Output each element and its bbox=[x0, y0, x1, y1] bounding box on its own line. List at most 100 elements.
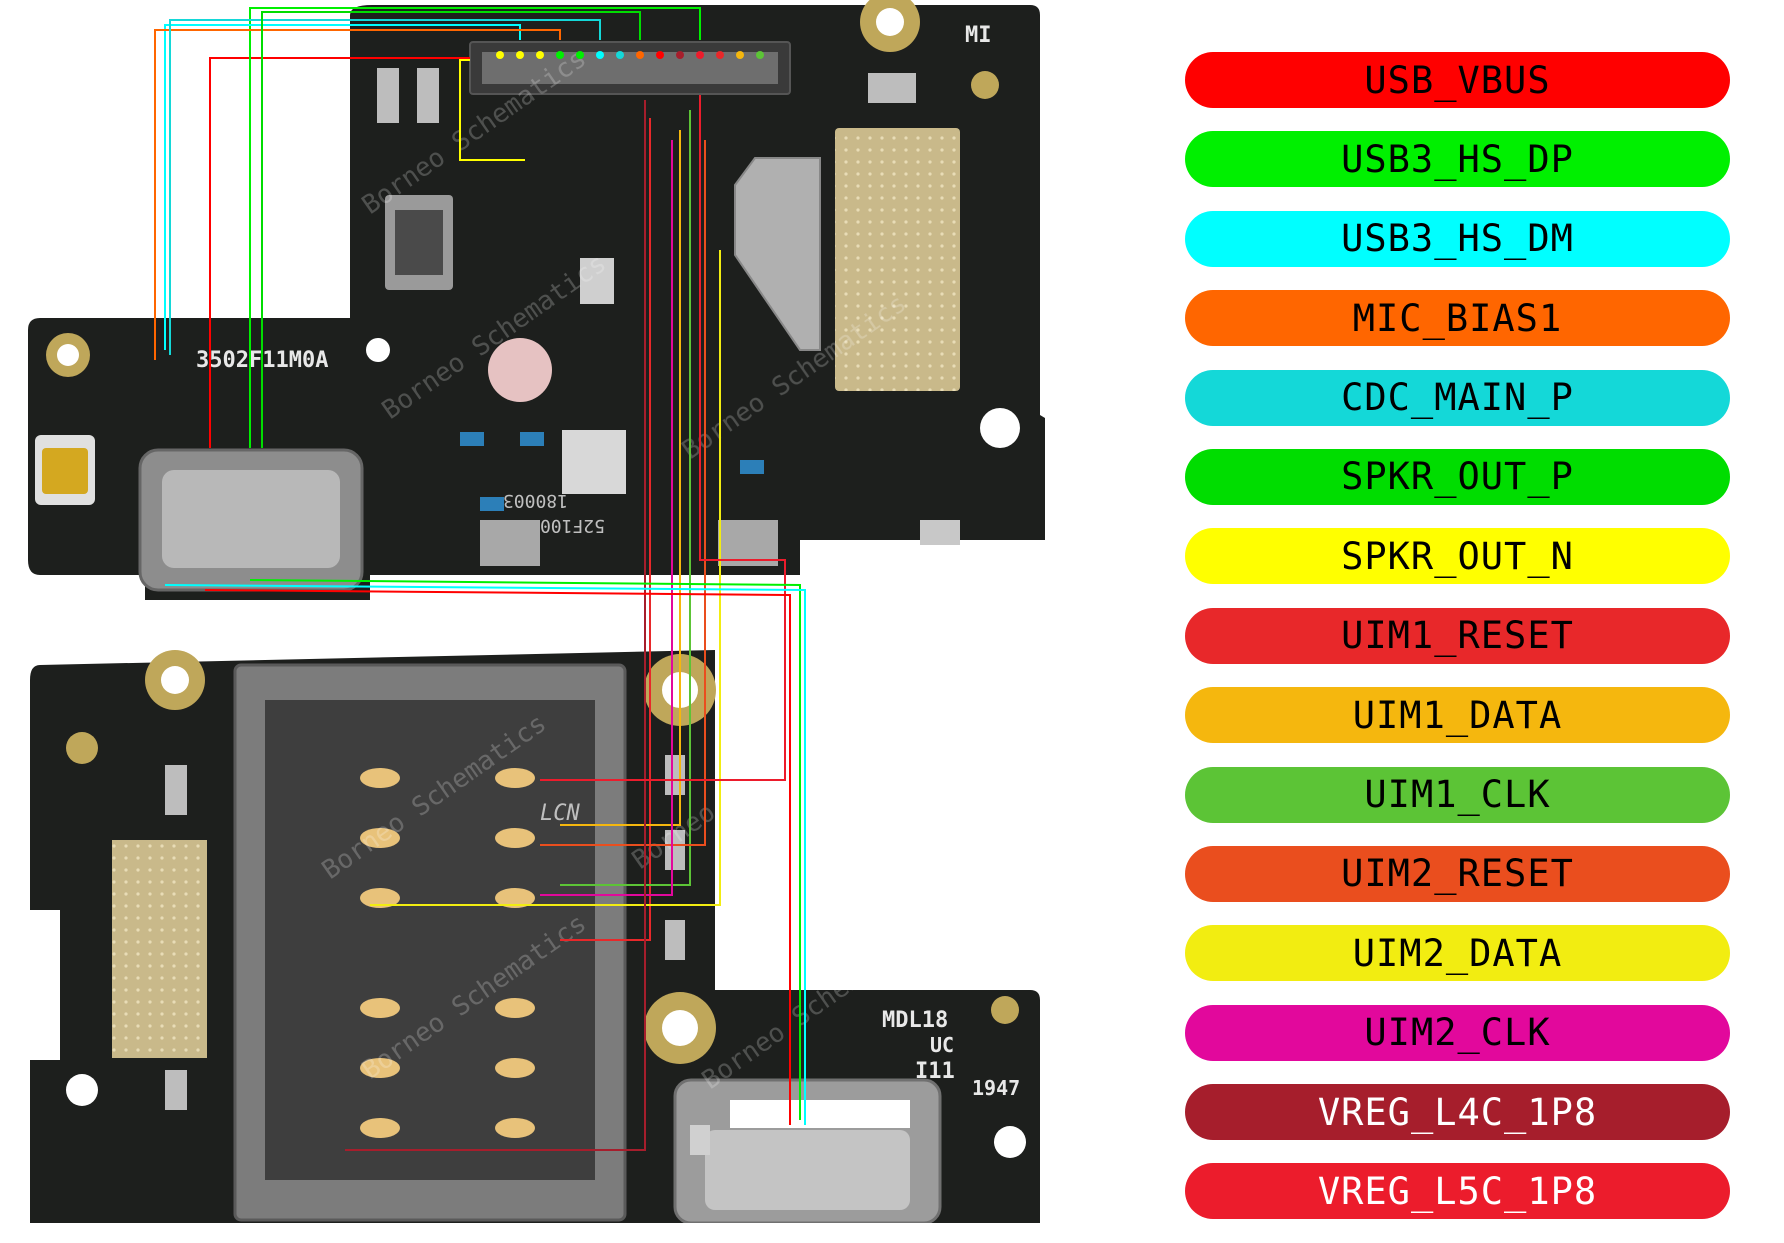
legend-item-uim1-reset: UIM1_RESET bbox=[1185, 607, 1730, 664]
legend-item-cdc-main-p: CDC_MAIN_P bbox=[1185, 369, 1730, 426]
legend-item-usb-vbus: USB_VBUS bbox=[1185, 52, 1730, 108]
pin-dot bbox=[736, 51, 744, 59]
component bbox=[690, 1125, 710, 1155]
top-board: 3502F11M0A MI 52F100 180003 bbox=[28, 0, 1045, 600]
component bbox=[868, 73, 916, 103]
mounting-hole bbox=[66, 1074, 98, 1106]
legend-item-uim1-data: UIM1_DATA bbox=[1185, 687, 1730, 744]
trace-spkr-out-p bbox=[261, 11, 641, 448]
pcb-board-diagram: 3502F11M0A MI 52F100 180003 bbox=[28, 0, 1045, 1223]
pin-dot bbox=[616, 51, 624, 59]
pin-dot bbox=[676, 51, 684, 59]
marker-circle bbox=[488, 338, 552, 402]
usb-c-port-inner bbox=[162, 470, 340, 568]
component bbox=[718, 520, 778, 566]
legend-item-spkr-out-p: SPKR_OUT_P bbox=[1185, 448, 1730, 505]
trace-usb3-hs-dp bbox=[249, 579, 801, 1120]
trace-uim1-clk bbox=[560, 110, 691, 886]
qr-code bbox=[562, 430, 626, 494]
shield-plate bbox=[112, 840, 207, 1058]
component bbox=[480, 497, 504, 511]
flex-connector-inner bbox=[395, 210, 443, 275]
silkscreen-mdl: MDL18 bbox=[882, 1008, 948, 1033]
trace-uim1-reset bbox=[560, 118, 651, 941]
legend-item-uim1-clk: UIM1_CLK bbox=[1185, 766, 1730, 823]
trace-usb3-hs-dm bbox=[164, 584, 806, 1125]
legend-item-spkr-out-n: SPKR_OUT_N bbox=[1185, 528, 1730, 585]
trace-uim2-data bbox=[370, 250, 721, 906]
pad bbox=[971, 71, 999, 99]
component bbox=[165, 1070, 187, 1110]
legend-item-uim2-reset: UIM2_RESET bbox=[1185, 845, 1730, 902]
legend-item-usb3-hs-dp: USB3_HS_DP bbox=[1185, 131, 1730, 188]
pin-dot bbox=[536, 51, 544, 59]
trace-usb3-hs-dm bbox=[164, 24, 521, 350]
trace-usb3-hs-dp bbox=[249, 7, 701, 448]
trace-usb-vbus bbox=[209, 57, 470, 448]
component bbox=[580, 258, 614, 304]
mounting-hole bbox=[366, 338, 390, 362]
component bbox=[520, 432, 544, 446]
legend-item-usb3-hs-dm: USB3_HS_DM bbox=[1185, 210, 1730, 267]
pin-dot bbox=[496, 51, 504, 59]
component bbox=[920, 520, 960, 545]
sim-contacts bbox=[360, 768, 535, 1138]
legend-item-uim2-clk: UIM2_CLK bbox=[1185, 1004, 1730, 1061]
metal-bracket bbox=[734, 157, 821, 351]
trace-spkr-out-n bbox=[459, 59, 525, 161]
pin-dot bbox=[516, 51, 524, 59]
pin-dot bbox=[576, 51, 584, 59]
signal-traces bbox=[154, 7, 806, 1151]
mounting-hole bbox=[57, 344, 79, 366]
pin-dot bbox=[756, 51, 764, 59]
pin-dot bbox=[556, 51, 564, 59]
date-code: 180003 bbox=[503, 490, 568, 511]
component bbox=[740, 460, 764, 474]
pin-dot bbox=[716, 51, 724, 59]
mi-logo: MI bbox=[965, 23, 992, 48]
usb-c-port-lower-inner bbox=[705, 1130, 910, 1210]
usb-c-pins bbox=[730, 1100, 910, 1128]
component bbox=[417, 68, 439, 123]
pin-dot bbox=[656, 51, 664, 59]
pad bbox=[66, 732, 98, 764]
component bbox=[480, 520, 540, 566]
mounting-hole bbox=[662, 1010, 698, 1046]
microphone-element bbox=[42, 448, 88, 494]
trace-uim2-clk bbox=[540, 140, 673, 896]
trace-vreg-l5c-1p8 bbox=[540, 95, 786, 781]
silkscreen-lcn: LCN bbox=[540, 801, 580, 826]
connector-pins bbox=[482, 52, 778, 84]
pin-dot bbox=[596, 51, 604, 59]
mounting-hole bbox=[161, 666, 189, 694]
pcb-board-svg: 3502F11M0A MI 52F100 180003 bbox=[28, 0, 1045, 1223]
shield-plate bbox=[835, 128, 960, 391]
mounting-hole bbox=[980, 408, 1020, 448]
trace-uim2-reset bbox=[540, 140, 706, 846]
silkscreen-i11: I11 bbox=[915, 1059, 955, 1084]
legend-item-vreg-l5c-1p8: VREG_L5C_1P8 bbox=[1185, 1163, 1730, 1220]
component bbox=[165, 765, 187, 815]
legend-item-vreg-l4c-1p8: VREG_L4C_1P8 bbox=[1185, 1084, 1730, 1141]
component bbox=[665, 920, 685, 960]
component bbox=[460, 432, 484, 446]
silkscreen-ul: UC bbox=[930, 1033, 954, 1057]
trace-vreg-l4c-1p8 bbox=[345, 100, 646, 1151]
component bbox=[665, 830, 685, 870]
trace-usb-vbus bbox=[204, 589, 791, 1125]
component bbox=[665, 755, 685, 795]
trace-uim1-data bbox=[560, 130, 681, 826]
mounting-hole bbox=[994, 1126, 1026, 1158]
legend-item-mic-bias1: MIC_BIAS1 bbox=[1185, 290, 1730, 347]
mounting-hole bbox=[876, 8, 904, 36]
component bbox=[377, 68, 399, 123]
pin-dot bbox=[696, 51, 704, 59]
legend-item-uim2-data: UIM2_DATA bbox=[1185, 925, 1730, 982]
trace-mic-bias1 bbox=[154, 29, 561, 360]
pin-dot bbox=[636, 51, 644, 59]
silkscreen-date: 1947 bbox=[972, 1076, 1020, 1100]
pad bbox=[991, 996, 1019, 1024]
trace-cdc-main-p bbox=[169, 19, 601, 355]
date-code: 52F100 bbox=[540, 515, 605, 536]
